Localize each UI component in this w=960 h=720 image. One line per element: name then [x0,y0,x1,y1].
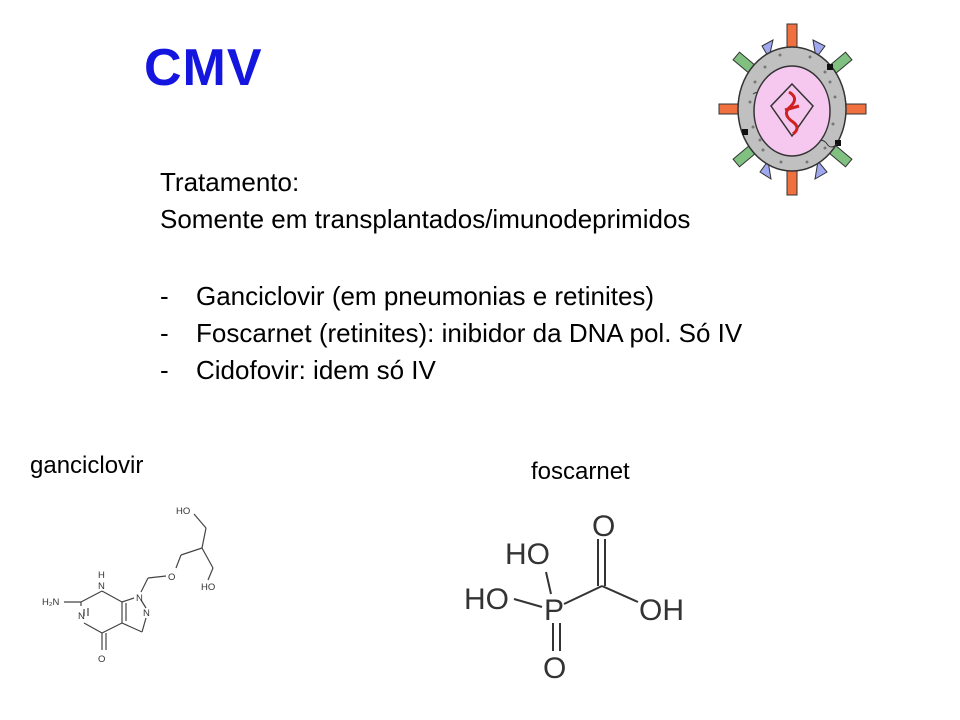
bullet-dash: - [160,281,169,311]
slide-title: CMV [144,39,263,97]
atom-label: HO [505,538,550,571]
cmv-virion-icon [718,23,867,196]
atom-label: N [136,593,143,604]
list-item: -Ganciclovir (em pneumonias e retinites) [160,278,742,315]
atom-label: P [544,594,564,627]
bullet-text: Cidofovir: idem só IV [196,355,436,385]
drug-list: -Ganciclovir (em pneumonias e retinites)… [160,278,742,389]
atom-label: O [168,572,175,583]
atom-label: H₂N [42,597,60,608]
atom-label: O [98,654,105,665]
atom-label: HO [176,506,190,517]
bullet-text: Foscarnet (retinites): inibidor da DNA p… [196,318,743,348]
bullet-dash: - [160,318,169,348]
ganciclovir-label: ganciclovir [30,452,144,479]
list-item: -Cidofovir: idem só IV [160,352,742,389]
atom-label: HO [464,583,509,616]
ganciclovir-structure: HO HO O N N N H N H₂N O [42,506,215,665]
atom-label: O [592,510,615,543]
virus-capsid [753,65,831,157]
virus-dna [785,90,799,136]
atom-label: N [98,581,105,592]
bullet-text: Ganciclovir (em pneumonias e retinites) [196,281,655,311]
foscarnet-label: foscarnet [531,458,630,485]
atom-label: N [143,608,150,619]
atom-label: HO [201,582,215,593]
treatment-block: Tratamento: Somente em transplantados/im… [160,164,690,238]
list-item: -Foscarnet (retinites): inibidor da DNA … [160,315,742,352]
treatment-scope: Somente em transplantados/imunodeprimido… [160,204,691,234]
bullet-dash: - [160,355,169,385]
atom-label: N [78,611,85,622]
atom-label: O [543,652,566,685]
foscarnet-structure: O HO HO P OH O [464,510,684,685]
atom-label: OH [639,594,684,627]
treatment-heading: Tratamento: [160,167,300,197]
atom-label: H [98,570,105,581]
